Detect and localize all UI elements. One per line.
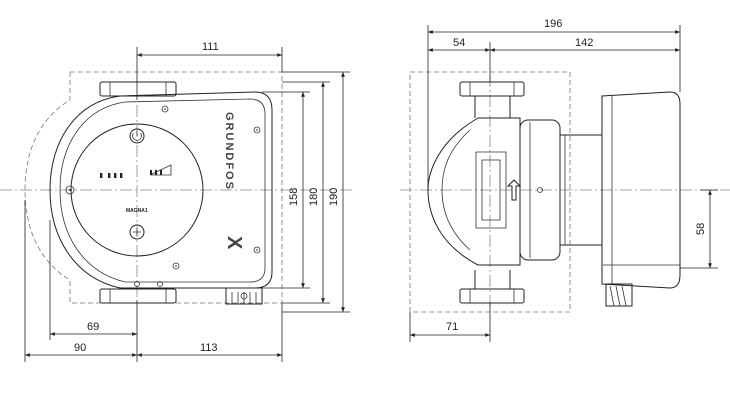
brand-logo: GRUNDFOS xyxy=(223,112,235,191)
bottom-button-icon xyxy=(129,224,145,240)
front-pump-bezel xyxy=(59,98,266,283)
dim-label-90: 90 xyxy=(74,342,86,354)
side-control-box xyxy=(601,91,681,289)
front-pump-head xyxy=(49,91,273,289)
front-envelope-outline xyxy=(24,71,283,304)
brand-mark: X xyxy=(223,236,245,251)
dim-label-180: 180 xyxy=(308,188,320,206)
side-bottom-flange xyxy=(459,288,525,304)
cable-connector xyxy=(225,287,263,305)
top-button-icon xyxy=(129,128,145,144)
signal-bars-icon xyxy=(149,164,172,176)
flow-arrow-icon xyxy=(506,179,522,201)
side-top-flange xyxy=(459,81,525,97)
model-label: MAGNA1 xyxy=(126,208,148,214)
screw-heads xyxy=(65,105,261,287)
indicator-lights xyxy=(100,173,123,178)
dim-label-196: 196 xyxy=(544,18,562,30)
front-view: MAGNA1 GRUNDFOS X 111 xyxy=(0,41,355,362)
front-top-flange xyxy=(99,81,177,97)
side-pump-housing xyxy=(427,117,521,266)
side-cable-connector xyxy=(605,283,633,307)
dim-label-69: 69 xyxy=(87,321,99,333)
side-view: 196 54 142 71 58 xyxy=(400,18,730,342)
dim-label-58: 58 xyxy=(695,223,707,235)
dim-label-158: 158 xyxy=(288,188,300,206)
dim-label-113: 113 xyxy=(200,342,218,354)
dim-label-71: 71 xyxy=(446,321,458,333)
front-bottom-flange xyxy=(99,288,177,304)
dim-label-111: 111 xyxy=(202,41,219,53)
dim-label-190: 190 xyxy=(328,188,340,206)
dim-label-142: 142 xyxy=(575,37,593,49)
side-envelope-outline xyxy=(409,71,571,313)
dim-label-54: 54 xyxy=(453,37,465,49)
